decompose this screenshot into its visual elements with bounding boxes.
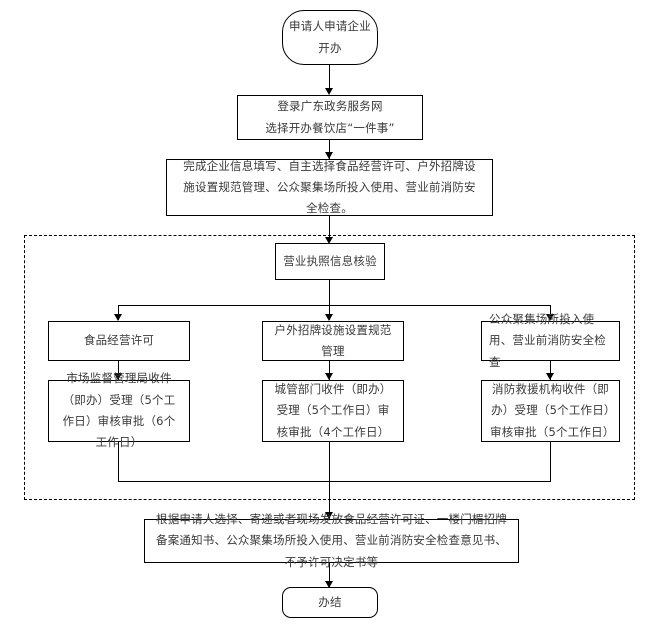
node-license-verification[interactable]: 营业执照信息核验: [275, 243, 385, 280]
arrow-start-to-login: [325, 88, 333, 95]
connector-verify-to-food: [118, 305, 120, 320]
connector-verify-bus: [118, 305, 551, 307]
arrow-login-to-fill: [325, 152, 333, 159]
node-dept-urban-management-text: 城管部门收件（即办）受理（5个工作日）审核审批（4个工作日）: [274, 382, 392, 439]
node-dept-urban-management[interactable]: 城管部门收件（即办）受理（5个工作日）审核审批（4个工作日）: [262, 380, 404, 442]
node-login-portal-text: 登录广东政务服务网选择开办餐饮店“一件事”: [265, 99, 395, 135]
node-dept-fire-rescue-text: 消防救援机构收件（即办）受理（5个工作日）审核审批（5个工作日）: [490, 382, 615, 439]
node-branch-outdoor-sign-text: 户外招牌设施设置规范管理: [274, 322, 392, 358]
connector-verify-to-sign: [329, 305, 331, 320]
node-branch-outdoor-sign[interactable]: 户外招牌设施设置规范管理: [262, 321, 404, 361]
node-fill-info-text: 完成企业信息填写、自主选择食品经营许可、户外招牌设施设置规范管理、公众聚集场所投…: [183, 158, 476, 216]
node-end-text: 办结: [318, 594, 342, 609]
arrow-fill-to-verify: [325, 237, 333, 244]
node-branch-food-license-text: 食品经营许可: [83, 333, 155, 348]
node-license-verification-text: 营业执照信息核验: [283, 253, 377, 268]
connector-fill-to-verify: [329, 216, 331, 240]
connector-merge-bus: [118, 481, 551, 483]
node-start[interactable]: 申请人申请企业开办: [282, 10, 378, 65]
node-dept-fire-rescue[interactable]: 消防救援机构收件（即办）受理（5个工作日）审核审批（5个工作日）: [481, 380, 620, 442]
connector-verify-to-fire: [550, 305, 552, 320]
connector-food-to-dept: [118, 361, 120, 381]
node-branch-food-license[interactable]: 食品经营许可: [48, 321, 190, 361]
node-fill-info[interactable]: 完成企业信息填写、自主选择食品经营许可、户外招牌设施设置规范管理、公众聚集场所投…: [166, 159, 493, 216]
arrow-issue-to-end: [325, 581, 333, 588]
node-branch-fire-safety[interactable]: 公众聚集场所投入使用、营业前消防安全检查: [481, 312, 620, 369]
node-dept-market-supervision-text: 市场监督管理局收件（即办）受理（5个工作日）审核审批（6个工作日）: [62, 371, 176, 450]
connector-merge-to-issue: [329, 481, 331, 520]
node-issue-documents-text: 根据申请人选择、寄递或者现场发放食品经营许可证、一楼门楣招牌备案通知书、公众聚集…: [156, 512, 507, 569]
node-dept-market-supervision[interactable]: 市场监督管理局收件（即办）受理（5个工作日）审核审批（6个工作日）: [48, 371, 190, 449]
node-end[interactable]: 办结: [282, 587, 378, 618]
arrow-sign-to-dept: [325, 373, 333, 380]
arrow-verify-to-food: [114, 314, 122, 321]
arrow-food-to-dept: [114, 373, 122, 380]
arrow-verify-to-fire: [546, 314, 554, 321]
arrow-merge-to-issue: [325, 512, 333, 519]
node-login-portal[interactable]: 登录广东政务服务网选择开办餐饮店“一件事”: [237, 95, 423, 140]
node-branch-fire-safety-text: 公众聚集场所投入使用、营业前消防安全检查: [489, 312, 606, 369]
arrow-fire-to-dept: [546, 373, 554, 380]
connector-dept-fire-down: [550, 442, 552, 482]
node-start-text: 申请人申请企业开办: [289, 19, 371, 55]
connector-dept-sign-down: [329, 442, 331, 482]
arrow-verify-to-sign: [325, 314, 333, 321]
connector-issue-to-end: [329, 563, 331, 587]
connector-dept-food-down: [118, 442, 120, 482]
node-issue-documents[interactable]: 根据申请人选择、寄递或者现场发放食品经营许可证、一楼门楣招牌备案通知书、公众聚集…: [144, 512, 519, 569]
connector-sign-to-dept: [329, 361, 331, 381]
connector-login-to-fill: [329, 140, 331, 160]
connector-fire-to-dept: [550, 361, 552, 381]
connector-verify-trunk: [329, 280, 331, 306]
connector-start-to-login: [329, 65, 331, 91]
